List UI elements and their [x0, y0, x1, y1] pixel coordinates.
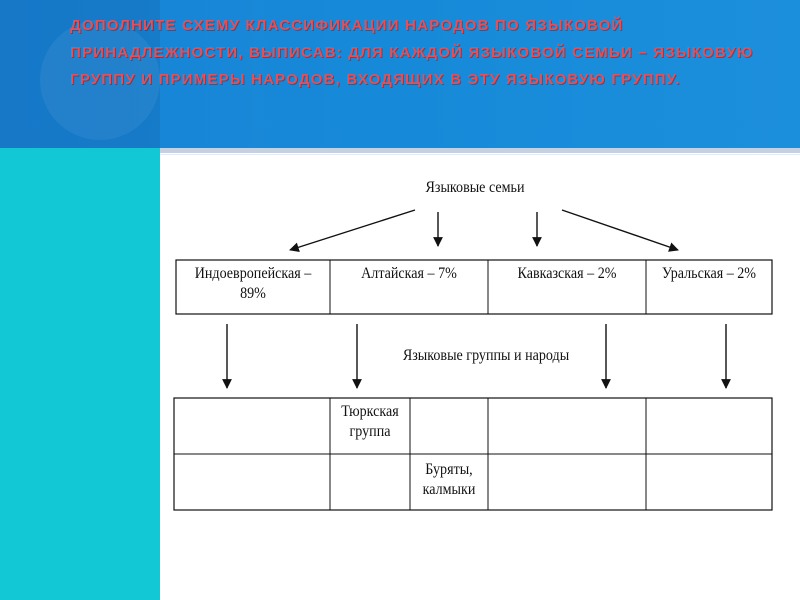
header-decor-circle: [40, 20, 160, 140]
diagram-lines: [173, 209, 773, 511]
groups-heading: Языковые группы и народы: [402, 347, 570, 364]
family-altai: Алтайская – 7%: [361, 265, 457, 282]
families-table: [175, 259, 773, 315]
cell-altai-peoples: Буряты, калмыки: [422, 461, 476, 498]
classification-diagram: Языковые семьи Индоевропейская – 89% Алт…: [170, 174, 776, 542]
cell-altai-group: Тюркская группа: [341, 403, 399, 440]
header-band: [0, 0, 160, 148]
header-separator-light: [160, 154, 800, 155]
arrow-to-uralic: [561, 209, 679, 252]
arrow-to-indo-european: [289, 209, 416, 252]
families-heading: Языковые семьи: [425, 179, 525, 196]
header-separator: [160, 148, 800, 153]
left-decor-strip: [0, 148, 160, 600]
slide-title: ДОПОЛНИТЕ СХЕМУ КЛАССИФИКАЦИИ НАРОДОВ ПО…: [70, 17, 754, 88]
family-uralic: Уральская – 2%: [661, 265, 757, 282]
family-indo-european: Индоевропейская – 89%: [194, 265, 312, 302]
slide-header: ДОПОЛНИТЕ СХЕМУ КЛАССИФИКАЦИИ НАРОДОВ ПО…: [0, 0, 800, 148]
family-caucasian: Кавказская – 2%: [517, 265, 617, 282]
